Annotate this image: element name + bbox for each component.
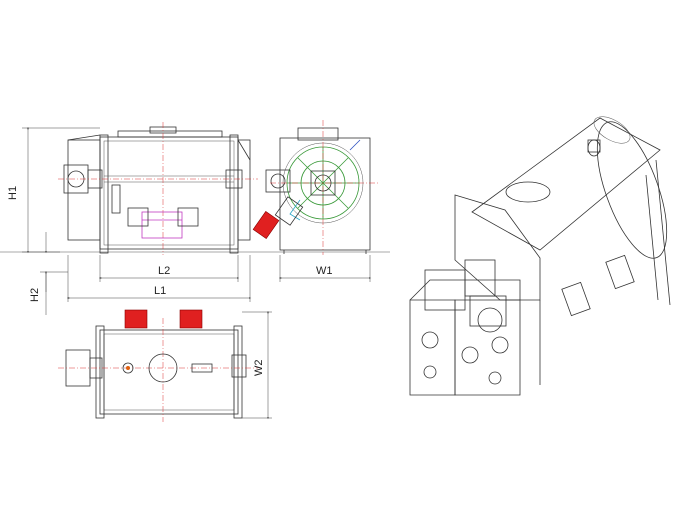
label-h2: H2	[29, 288, 41, 302]
isometric-view	[409, 116, 671, 396]
top-motor-left-icon	[124, 309, 148, 329]
front-view	[0, 122, 390, 315]
top-view	[58, 309, 272, 422]
label-h1: H1	[7, 186, 19, 200]
side-motor-icon	[252, 210, 280, 240]
side-view	[252, 120, 378, 282]
label-l2: L2	[158, 265, 170, 277]
label-l1: L1	[154, 285, 166, 297]
top-motor-right-icon	[179, 309, 203, 329]
label-w2: W2	[253, 360, 265, 377]
label-w1: W1	[316, 265, 333, 277]
